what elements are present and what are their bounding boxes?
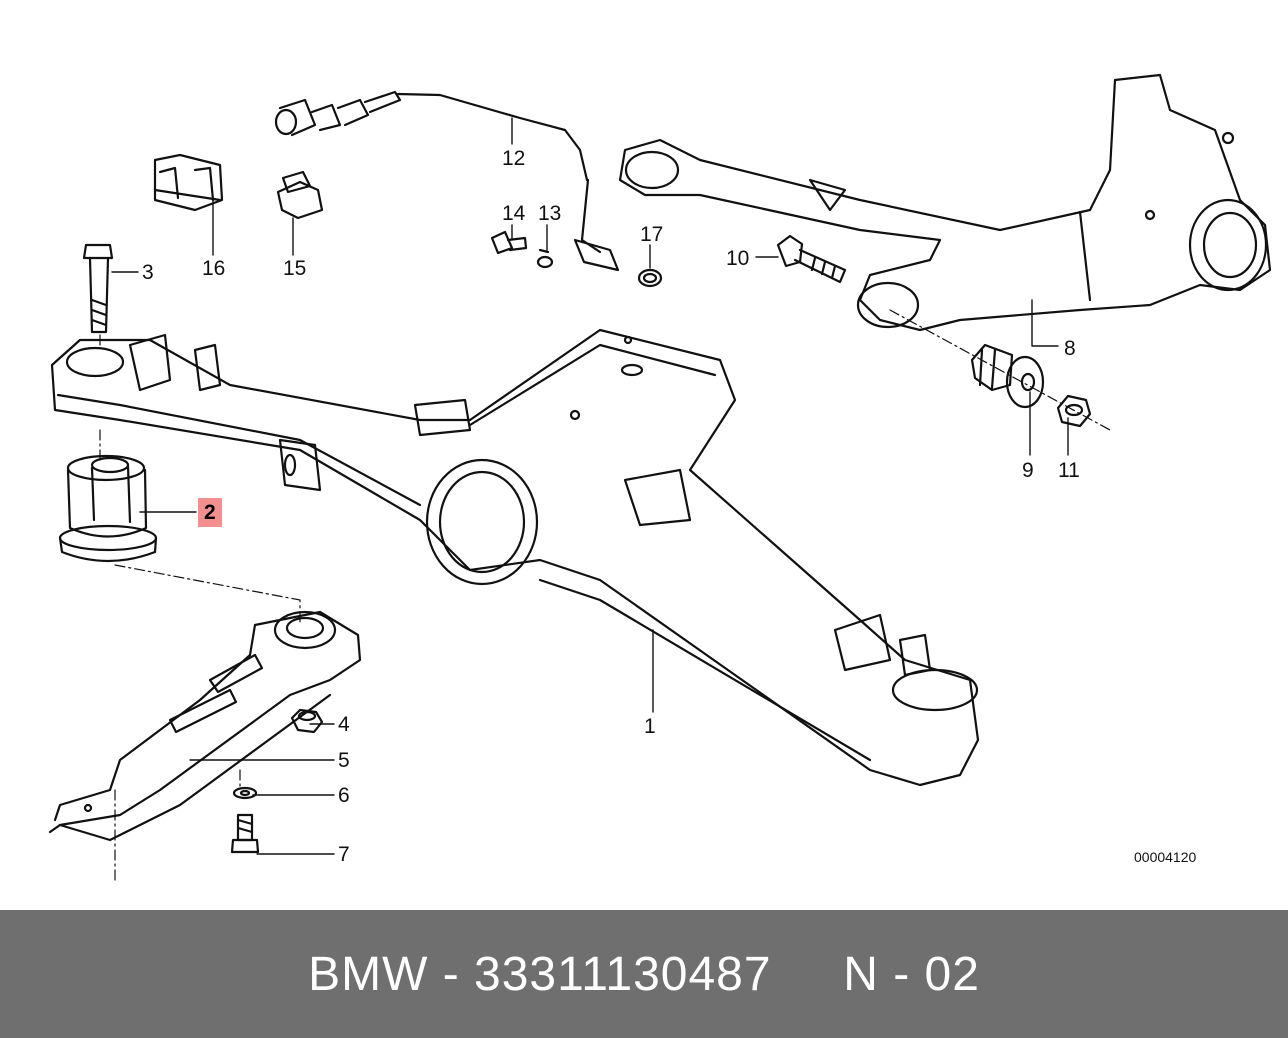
rubber-mount-part-2 [58,454,158,563]
callout-2-highlighted: 2 [198,498,222,527]
clamp-part-16 [153,153,224,212]
callout-3: 3 [142,261,154,284]
bushing-part-9 [970,343,1045,409]
callout-11: 11 [1058,459,1080,482]
callout-12: 12 [502,147,526,170]
callout-16: 16 [202,257,226,280]
callout-5: 5 [338,749,350,772]
callout-6: 6 [338,784,350,807]
sensor-cable-part-12 [274,90,620,272]
callout-7: 7 [338,843,350,866]
trailing-arm-part-8 [618,73,1272,332]
callout-9: 9 [1022,459,1034,482]
callout-15: 15 [283,257,307,280]
parts-diagram [48,73,1272,881]
leader-lines [111,117,1069,855]
washer-part-13 [536,248,554,269]
callout-13: 13 [538,202,562,225]
part-number-caption: BMW - 33311130487 N - 02 [308,947,980,1001]
washer-part-6 [232,786,258,800]
support-bracket-part-5 [48,610,362,842]
callout-10: 10 [726,247,750,270]
bolt-part-7 [230,813,260,854]
nut-part-4 [290,708,324,734]
axis-lines [99,309,1111,881]
callout-1: 1 [644,715,656,738]
bolt-part-3 [82,243,114,334]
axle-carrier-part-1 [50,328,980,787]
clip-part-15 [276,170,324,220]
seal-ring-part-17 [637,268,663,288]
bolt-part-10 [776,234,847,284]
footer-bar: BMW - 33311130487 N - 02 [0,910,1288,1038]
figure-code: 00004120 [1134,849,1197,865]
callout-14: 14 [502,202,526,225]
screw-part-14 [490,230,528,255]
nut-part-11 [1056,394,1092,428]
callout-17: 17 [640,223,664,246]
callout-4: 4 [338,713,350,736]
callout-8: 8 [1064,337,1076,360]
